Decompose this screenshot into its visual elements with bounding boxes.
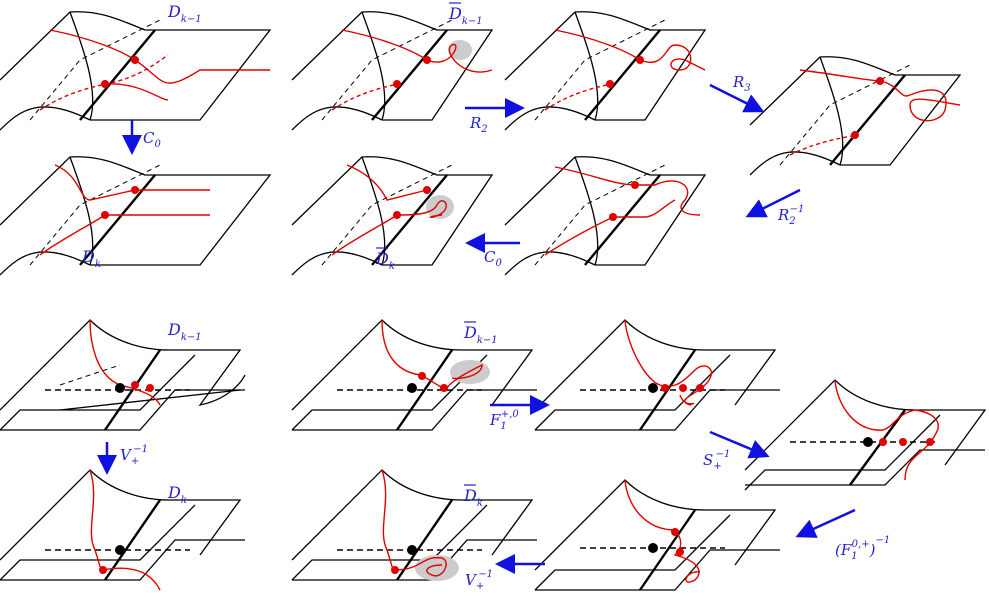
panel-top-r2-applied [504, 11, 707, 131]
label-bottom-dk-1: Dk−1 [167, 320, 202, 343]
panel-bottom-dbar-k-1 [291, 319, 537, 431]
label-bottom-dbar-k-1: Dk−1 [463, 321, 498, 346]
arrow-s-inverse [709, 430, 770, 459]
label-bottom-dk: Dk [167, 483, 187, 506]
panel-top-r2-inverse [504, 156, 707, 276]
move-f1: F1+,0 [489, 409, 519, 432]
move-c0-left: C0 [484, 248, 502, 269]
arrow-f1-inverse [795, 508, 856, 538]
panel-top-dbar-k-1 [291, 11, 494, 131]
panel-bottom-dbar-k [291, 469, 537, 581]
move-r2-inverse: R2−1 [777, 204, 804, 227]
panel-bottom-f1-inverse-applied [534, 479, 780, 591]
arrow-r3 [709, 83, 765, 113]
move-c0-down: C0 [143, 129, 161, 150]
panel-top-dk [0, 156, 272, 276]
svg-text:Dk−1: Dk−1 [448, 4, 483, 27]
move-s-inverse: S+−1 [703, 449, 730, 472]
svg-text:Dk−1: Dk−1 [463, 323, 498, 346]
label-top-dbar-k: Dk [375, 247, 395, 272]
label-top-dk: Dk [81, 247, 101, 270]
panel-bottom-dk [0, 469, 245, 591]
panel-top-r3-applied [749, 56, 962, 176]
label-top-dbar-k-1: Dk−1 [448, 2, 483, 27]
panel-bottom-dk-1 [0, 319, 246, 431]
svg-text:Dk: Dk [375, 249, 395, 272]
label-bottom-dbar-k: Dk [463, 484, 483, 509]
label-top-dk-1: Dk−1 [167, 2, 202, 25]
arrow-r2-inverse [745, 188, 801, 218]
panel-bottom-f1-applied [534, 319, 780, 431]
panel-bottom-s-inverse [744, 379, 987, 491]
move-v-inverse-left: V+−1 [465, 569, 493, 592]
panel-top-dk-1 [0, 11, 272, 131]
move-r3: R3 [732, 73, 751, 94]
move-v-inverse-down: V+−1 [120, 444, 148, 467]
move-f1-inverse: (F10,+)−1 [835, 535, 890, 562]
move-r2: R2 [469, 114, 488, 135]
svg-text:Dk: Dk [463, 486, 483, 509]
panel-top-dbar-k [291, 156, 494, 276]
